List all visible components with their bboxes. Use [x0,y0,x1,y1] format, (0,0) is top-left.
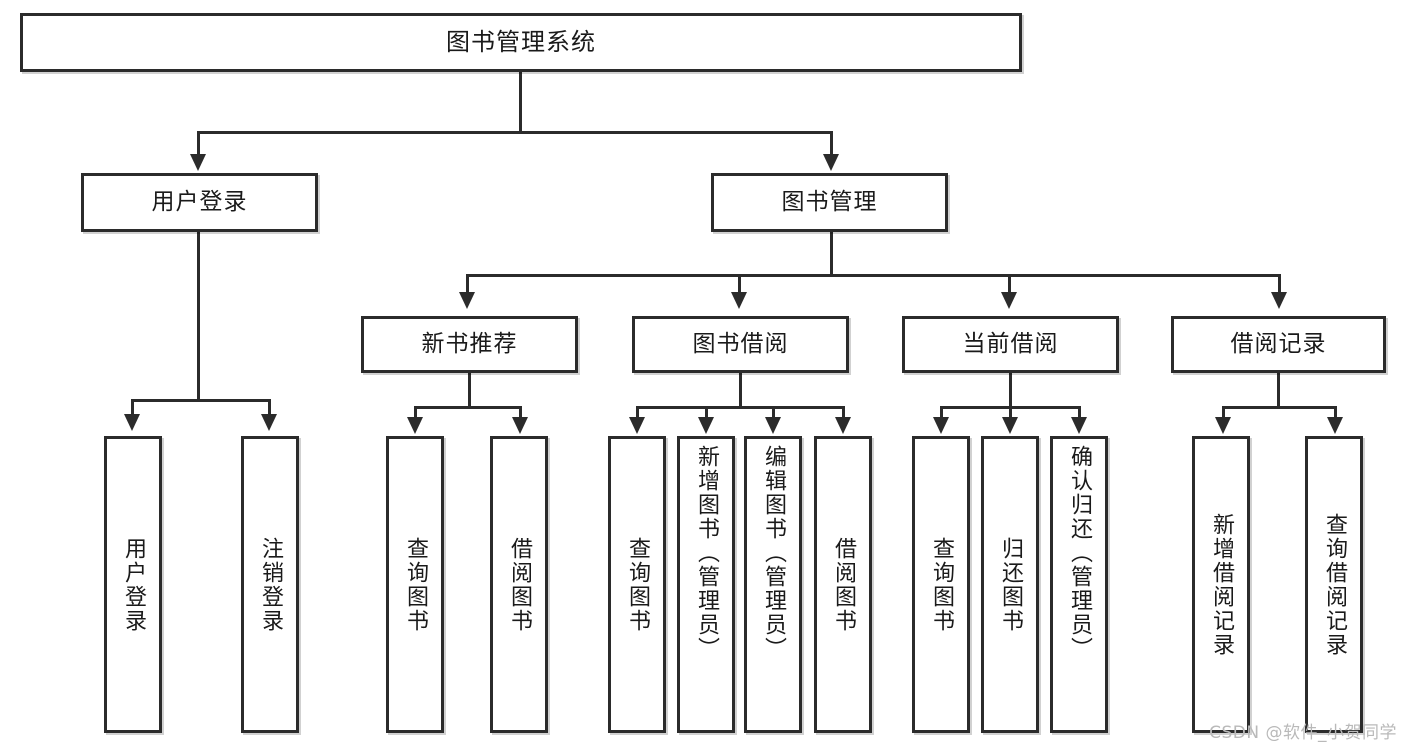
connector-root-bus [197,131,833,134]
node-label: 用户登录 [151,188,248,215]
connector-new-book-stem [468,373,471,407]
leaf-current-borrow-return[interactable]: 归还图书 [981,436,1039,733]
node-label: 当前借阅 [962,330,1059,357]
connector-borrow-record-child-1 [1222,406,1225,418]
arrowhead-borrow-record-child-1 [1215,417,1231,434]
arrowhead-new-book-child-1 [407,417,423,434]
connector-book-borrow-child-2 [705,406,708,418]
node-label: 图书借阅 [692,330,789,357]
connector-user-login-stem [197,232,200,400]
connector-book-mgmt-bus [466,274,1278,277]
node-label: 借阅记录 [1230,330,1327,357]
arrowhead-user-login-child-2 [261,414,277,431]
node-label: 新书推荐 [421,330,518,357]
node-new-book-recommend[interactable]: 新书推荐 [361,316,578,373]
node-label: 借阅图书 [506,536,532,633]
arrowhead-book-mgmt [823,154,839,171]
connector-current-borrow-child-3 [1078,406,1081,418]
arrowhead-book-borrow [731,292,747,309]
node-label: 查询图书 [402,536,428,633]
node-user-login[interactable]: 用户登录 [81,173,318,232]
connector-book-borrow-child-4 [842,406,845,418]
connector-new-book-bus [414,406,522,409]
arrowhead-borrow-record [1271,292,1287,309]
connector-book-borrow-child-1 [636,406,639,418]
node-label: 确认归还（管理员） [1066,445,1092,661]
connector-book-mgmt-child-1 [466,274,469,294]
leaf-confirm-return-admin[interactable]: 确认归还（管理员） [1050,436,1108,733]
node-label: 注销登录 [257,536,283,633]
connector-book-borrow-bus [636,406,845,409]
node-label: 新增图书（管理员） [693,445,719,661]
leaf-book-borrow-query[interactable]: 查询图书 [608,436,666,733]
connector-borrow-record-stem [1277,373,1280,407]
connector-user-login-bus [131,399,268,402]
node-label: 图书管理 [781,188,878,215]
node-label: 图书管理系统 [446,28,596,57]
node-label: 查询借阅记录 [1321,512,1347,657]
connector-book-mgmt-child-3 [1008,274,1011,294]
node-label: 编辑图书（管理员） [760,445,786,661]
arrowhead-book-borrow-child-3 [765,417,781,434]
arrowhead-new-book-child-2 [512,417,528,434]
connector-book-mgmt-child-2 [738,274,741,294]
leaf-user-logout[interactable]: 注销登录 [241,436,299,733]
connector-book-borrow-child-3 [772,406,775,418]
connector-new-book-child-1 [414,406,417,418]
arrowhead-book-borrow-child-4 [835,417,851,434]
leaf-query-borrow-record[interactable]: 查询借阅记录 [1305,436,1363,733]
connector-current-borrow-child-2 [1009,406,1012,418]
arrowhead-current-borrow [1001,292,1017,309]
arrowhead-current-borrow-child-2 [1002,417,1018,434]
connector-current-borrow-stem [1009,373,1012,407]
connector-current-borrow-child-1 [940,406,943,418]
leaf-current-borrow-query[interactable]: 查询图书 [912,436,970,733]
connector-new-book-child-2 [519,406,522,418]
arrowhead-current-borrow-child-3 [1071,417,1087,434]
arrowhead-user-login [190,154,206,171]
connector-root-stem [519,72,522,132]
connector-user-login-child-1 [131,399,134,416]
arrowhead-new-book [459,292,475,309]
node-label: 用户登录 [120,536,146,633]
leaf-add-borrow-record[interactable]: 新增借阅记录 [1192,436,1250,733]
node-book-borrow[interactable]: 图书借阅 [632,316,849,373]
connector-root-to-user-login [197,131,200,156]
connector-user-login-child-2 [268,399,271,416]
node-label: 查询图书 [928,536,954,633]
node-label: 新增借阅记录 [1208,512,1234,657]
watermark: CSDN @软件_小贺同学 [1209,723,1397,743]
arrowhead-user-login-child-1 [124,414,140,431]
leaf-book-add-admin[interactable]: 新增图书（管理员） [677,436,735,733]
arrowhead-book-borrow-child-2 [698,417,714,434]
node-label: 归还图书 [997,536,1023,633]
node-label: 查询图书 [624,536,650,633]
arrowhead-book-borrow-child-1 [629,417,645,434]
connector-borrow-record-bus [1222,406,1337,409]
node-root-book-management-system[interactable]: 图书管理系统 [20,13,1022,72]
leaf-new-book-query[interactable]: 查询图书 [386,436,444,733]
leaf-new-book-borrow[interactable]: 借阅图书 [490,436,548,733]
node-label: 借阅图书 [830,536,856,633]
connector-book-mgmt-child-4 [1278,274,1281,294]
connector-book-borrow-stem [739,373,742,407]
node-current-borrow[interactable]: 当前借阅 [902,316,1119,373]
connector-book-mgmt-stem [830,232,833,275]
node-borrow-record[interactable]: 借阅记录 [1171,316,1386,373]
node-book-management[interactable]: 图书管理 [711,173,948,232]
arrowhead-borrow-record-child-2 [1327,417,1343,434]
leaf-user-login[interactable]: 用户登录 [104,436,162,733]
connector-borrow-record-child-2 [1334,406,1337,418]
connector-root-to-book-mgmt [830,131,833,156]
leaf-book-borrow-action[interactable]: 借阅图书 [814,436,872,733]
leaf-book-edit-admin[interactable]: 编辑图书（管理员） [744,436,802,733]
arrowhead-current-borrow-child-1 [933,417,949,434]
